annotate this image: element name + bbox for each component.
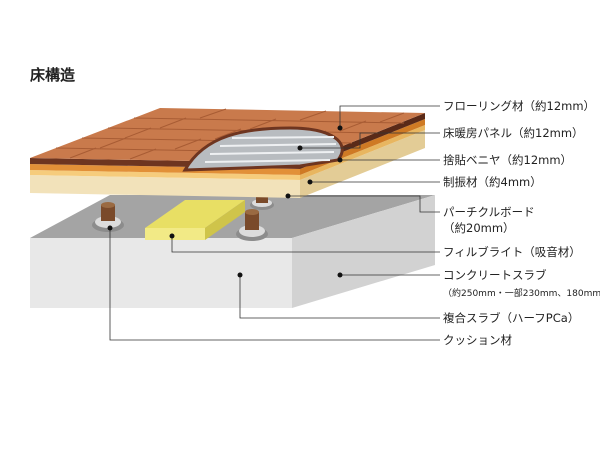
veneer-front xyxy=(30,164,300,175)
particle-board-front xyxy=(30,175,300,198)
label-concrete-slab: コンクリートスラブ xyxy=(443,268,547,282)
leader-dots xyxy=(107,125,343,278)
concrete-slab-side xyxy=(292,195,435,308)
support-leg xyxy=(236,209,268,241)
label-heating-panel: 床暖房パネル（約12mm） xyxy=(443,126,584,140)
support-leg xyxy=(92,202,124,232)
label-particle-board-thickness: （約20mm） xyxy=(443,221,515,235)
label-veneer: 捨貼ベニヤ（約12mm） xyxy=(443,153,572,167)
heating-panel-lines xyxy=(204,136,337,163)
label-composite-slab: 複合スラブ（ハーフPCa） xyxy=(443,311,579,325)
damping-front xyxy=(30,170,300,180)
label-damping: 制振材（約4mm） xyxy=(443,175,542,189)
label-particle-board: パーチクルボード xyxy=(443,205,535,219)
diagram-title: 床構造 xyxy=(30,66,75,84)
label-fill-bright: フィルブライト（吸音材） xyxy=(443,245,581,259)
leader-lines xyxy=(109,105,440,341)
particle-board-side xyxy=(300,130,425,198)
damping-side xyxy=(300,125,425,180)
label-concrete-slab-thickness: （約250mm・一部230mm、180mm） xyxy=(443,287,600,299)
label-flooring: フローリング材（約12mm） xyxy=(443,99,595,113)
support-leg xyxy=(250,192,274,210)
concrete-slab-front xyxy=(30,238,292,308)
fill-bright-top xyxy=(145,200,245,228)
label-cushion: クッション材 xyxy=(443,333,512,347)
fill-bright-side xyxy=(205,200,245,240)
fill-bright-front xyxy=(145,228,205,240)
